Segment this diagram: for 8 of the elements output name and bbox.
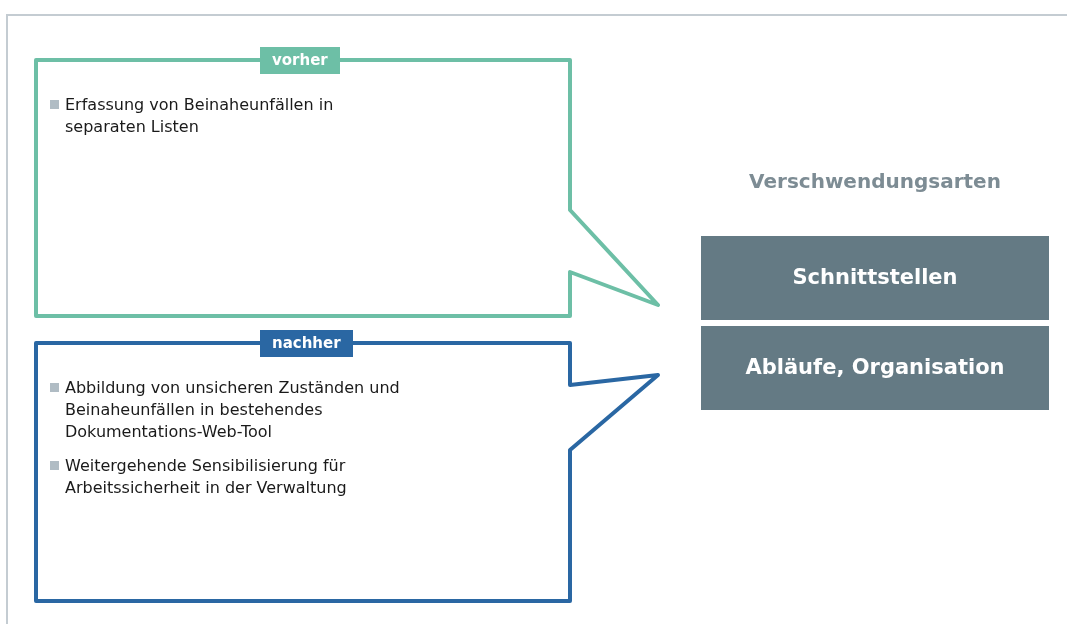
bullet-text: Erfassung von Beinaheunfällen in separaten Listen: [65, 94, 335, 138]
tag-label: nachher: [260, 330, 353, 357]
category-box: Abläufe, Organisation: [701, 326, 1049, 410]
bullet-text: Abbildung von unsicheren Zuständen und Beinaheunfällen in bestehendes Dokumentations-Web-Tool: [65, 377, 401, 443]
tag-label: vorher: [260, 47, 340, 74]
bullet-text: Weitergehende Sensibilisierung für Arbeitssicherheit in der Verwaltung: [65, 455, 348, 499]
title: Verschwendungsarten: [748, 168, 1002, 195]
category-box: Schnittstellen: [701, 236, 1049, 320]
